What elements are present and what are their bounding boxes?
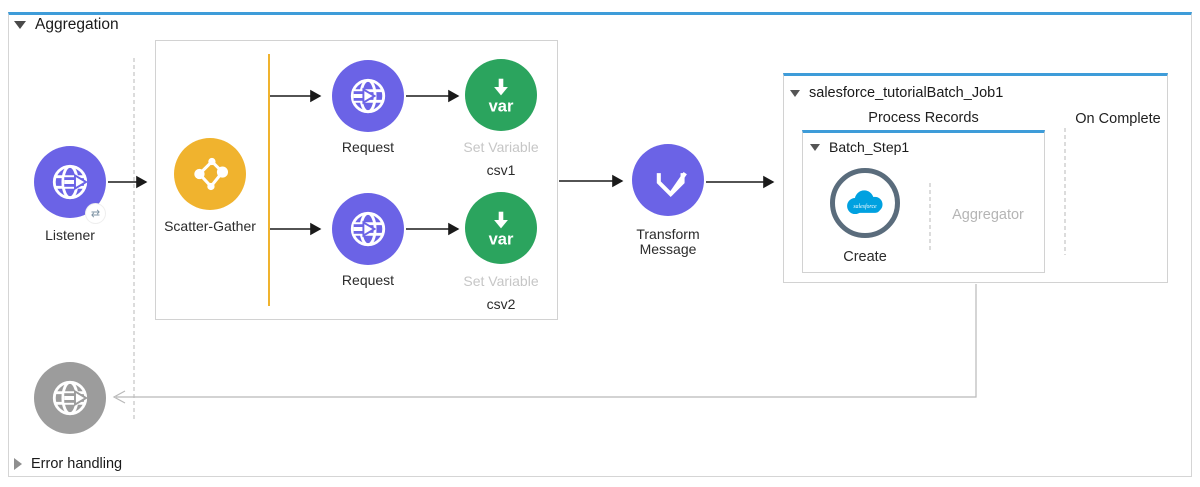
request-label-top: Request (341, 139, 395, 155)
batch-job-header: salesforce_tutorialBatch_Job1 (790, 85, 1003, 101)
set-variable-value-bottom: csv2 (486, 296, 516, 312)
collapse-batchstep-icon[interactable] (810, 143, 820, 151)
request-node-top[interactable] (332, 60, 404, 132)
create-label: Create (843, 249, 887, 265)
http-request-icon (350, 78, 386, 114)
on-complete-label: On Complete (1075, 111, 1161, 127)
http-response-icon (52, 380, 88, 416)
transform-message-label: Transform Message (608, 227, 728, 257)
var-icon-text: var (489, 230, 514, 248)
http-request-icon (350, 211, 386, 247)
flow-container-aggregation[interactable] (8, 12, 1192, 477)
error-handling-label: Error handling (31, 456, 123, 472)
batch-job-scope-box[interactable] (783, 73, 1168, 283)
set-variable-node-top[interactable]: var (465, 59, 537, 131)
batch-step-title: Batch_Step1 (829, 139, 910, 155)
set-variable-icon: var (489, 78, 514, 115)
scatter-gather-icon (194, 157, 229, 191)
set-variable-label-top: Set Variable (463, 139, 539, 155)
request-label-bottom: Request (341, 272, 395, 288)
aggregator-placeholder[interactable]: Aggregator (952, 207, 1024, 223)
process-records-label: Process Records (868, 110, 979, 126)
set-variable-label-bottom: Set Variable (463, 273, 539, 289)
http-listener-icon (52, 164, 88, 200)
error-handling-header: Error handling (14, 456, 122, 472)
dataweave-icon (656, 171, 687, 198)
listener-label: Listener (45, 227, 95, 243)
set-variable-node-bottom[interactable]: var (465, 192, 537, 264)
request-node-bottom[interactable] (332, 193, 404, 265)
flow-title: Aggregation (35, 16, 119, 33)
transform-label-line2: Message (639, 241, 697, 257)
scatter-gather-node[interactable] (174, 138, 246, 210)
var-icon-text: var (489, 97, 514, 115)
batch-step-box[interactable] (802, 130, 1045, 273)
batch-step-header: Batch_Step1 (810, 139, 909, 155)
set-variable-icon: var (489, 211, 514, 248)
transform-label-line1: Transform (636, 226, 700, 242)
expand-error-handling-icon[interactable] (14, 458, 22, 470)
collapse-flow-icon[interactable] (14, 21, 26, 29)
response-node-disabled[interactable] (34, 362, 106, 434)
scatter-gather-label: Scatter-Gather (164, 218, 256, 234)
set-variable-value-top: csv1 (486, 162, 516, 178)
salesforce-logo-text: salesforce (853, 203, 877, 210)
collapse-batchjob-icon[interactable] (790, 89, 800, 97)
salesforce-create-node[interactable]: salesforce (830, 168, 900, 238)
transform-message-node[interactable] (632, 144, 704, 216)
message-exchange-badge-icon: ⇄ (86, 204, 105, 223)
salesforce-logo-icon: salesforce (847, 190, 883, 215)
flow-header: Aggregation (14, 16, 119, 34)
batch-job-title: salesforce_tutorialBatch_Job1 (809, 85, 1004, 101)
